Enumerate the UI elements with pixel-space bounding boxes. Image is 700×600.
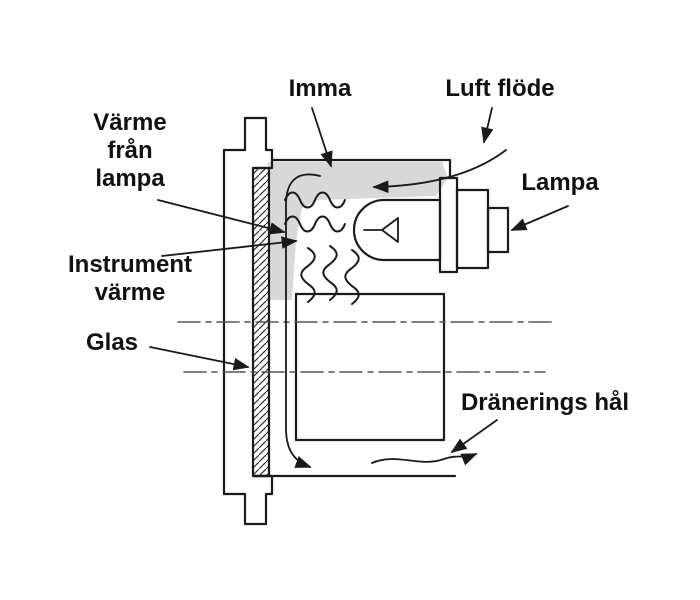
glas-pointer-arrow — [149, 346, 250, 371]
dranerings-pointer-arrow — [450, 419, 498, 454]
instrument-varme-pointer-arrow — [161, 236, 298, 257]
label-luft-flode: Luft flöde — [445, 75, 554, 102]
heat-wave-rising-2 — [322, 245, 338, 301]
condensation-region — [268, 162, 448, 300]
inner-airflow-arrow — [285, 173, 321, 468]
heat-wave-rising-3 — [344, 249, 360, 305]
imma-pointer-arrow — [311, 107, 333, 168]
label-varme-line1: Värme — [93, 109, 166, 136]
label-imma: Imma — [289, 75, 352, 102]
luft-flode-pointer-arrow — [481, 107, 494, 144]
lamp-terminal — [486, 206, 510, 254]
label-dranerings-hal: Dränerings hål — [461, 389, 629, 416]
varme-pointer-arrow — [157, 199, 286, 235]
air-flow-curve-arrow — [372, 149, 507, 194]
instrument-can — [294, 292, 446, 442]
label-glas: Glas — [86, 329, 138, 356]
label-lampa: Lampa — [521, 169, 599, 196]
label-instrument-line2: värme — [95, 279, 166, 306]
lamp-flange — [438, 176, 459, 274]
heat-wave-top-1 — [284, 191, 346, 209]
label-varme-line3: lampa — [95, 165, 165, 192]
label-instrument-line1: Instrument — [68, 251, 192, 278]
lamp-filament — [363, 217, 399, 243]
lamp-holder — [455, 188, 490, 270]
diagram-linework — [149, 107, 569, 526]
heat-wave-rising-1 — [300, 247, 316, 303]
drain-flow-arrow — [371, 453, 478, 466]
lampa-pointer-arrow — [510, 205, 569, 231]
label-varme-line2: från — [107, 137, 152, 164]
heat-wave-top-2 — [284, 215, 346, 233]
